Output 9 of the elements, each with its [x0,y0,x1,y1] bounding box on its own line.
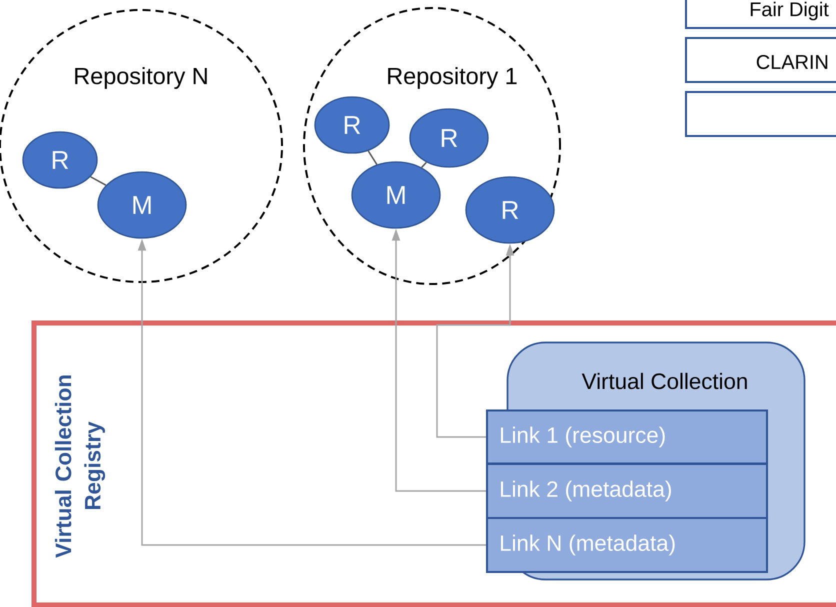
link-row: Link 1 (resource) [486,410,768,464]
link-row: Link N (metadata) [486,517,768,573]
service-box: Fair Digit [685,0,836,29]
service-box: CLARIN [685,37,836,83]
link-row: Link 2 (metadata) [486,463,768,519]
connector-line [90,176,106,186]
connector-line [368,150,378,165]
service-box [685,91,836,137]
connector-line [421,162,427,168]
